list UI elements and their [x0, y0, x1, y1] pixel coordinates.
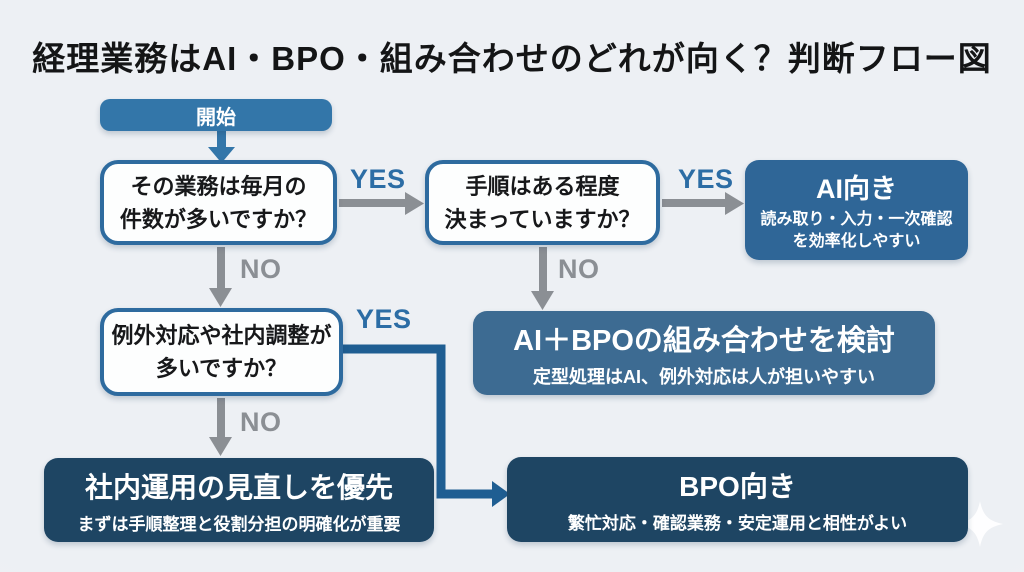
- question-line: 手順はある程度: [465, 173, 620, 199]
- edge-q3-bpo-arrow: [343, 344, 510, 507]
- edge-label-no-q1: NO: [240, 254, 282, 284]
- result-title: BPO向き: [679, 471, 796, 502]
- edge-label-yes-q2: YES: [678, 164, 734, 194]
- question-node-monthly-volume: その業務は毎月の 件数が多いですか？: [100, 160, 337, 245]
- start-label: 開始: [196, 106, 236, 129]
- edge-q2-ai-arrow: [662, 192, 744, 215]
- edge-label-yes-q3: YES: [356, 304, 412, 334]
- question-line: その業務は毎月の: [130, 173, 307, 199]
- result-node-ai-bpo-combo: AI＋BPOの組み合わせを検討 定型処理はAI、例外対応は人が担いやすい: [473, 311, 935, 395]
- result-subtitle: 繁忙対応・確認業務・安定運用と相性がよい: [567, 514, 908, 533]
- result-subtitle-line: を効率化しやすい: [792, 233, 921, 250]
- question-node-fixed-procedure: 手順はある程度 決まっていますか？: [425, 160, 660, 245]
- result-title: AI＋BPOの組み合わせを検討: [513, 325, 895, 357]
- question-line: 多いですか？: [155, 356, 288, 381]
- page-title: 経理業務はAI・BPO・組み合わせのどれが向く？判断フロー図: [32, 40, 992, 77]
- result-subtitle-line: 読み取り・入力・一次確認: [760, 210, 953, 228]
- result-node-bpo: BPO向き 繁忙対応・確認業務・安定運用と相性がよい: [507, 457, 968, 542]
- result-subtitle: 定型処理はAI、例外対応は人が担いやすい: [533, 367, 875, 387]
- sparkle-icon: [957, 501, 1003, 547]
- edge-q1-q2-arrow: [339, 192, 424, 215]
- edge-q2-combo-arrow: [531, 247, 554, 310]
- question-line: 件数が多いですか？: [119, 206, 318, 232]
- edge-label-no-q2: NO: [558, 254, 600, 284]
- edge-label-no-q3: NO: [240, 407, 282, 437]
- result-subtitle: まずは手順整理と役割分担の明確化が重要: [77, 514, 401, 534]
- result-title: AI向き: [816, 173, 897, 204]
- start-node: 開始: [100, 99, 332, 131]
- edge-q3-internal-arrow: [209, 398, 232, 456]
- question-line: 決まっていますか？: [444, 206, 641, 232]
- edge-start-q1-arrow: [208, 130, 235, 163]
- result-node-ai: AI向き 読み取り・入力・一次確認 を効率化しやすい: [745, 160, 968, 260]
- result-title: 社内運用の見直しを優先: [84, 471, 393, 503]
- edge-label-yes-q1: YES: [350, 164, 406, 194]
- edge-q1-q3-arrow: [209, 247, 232, 307]
- question-node-exceptions: 例外対応や社内調整が 多いですか？: [100, 308, 343, 396]
- question-line: 例外対応や社内調整が: [111, 323, 332, 348]
- result-node-internal-review: 社内運用の見直しを優先 まずは手順整理と役割分担の明確化が重要: [44, 458, 434, 542]
